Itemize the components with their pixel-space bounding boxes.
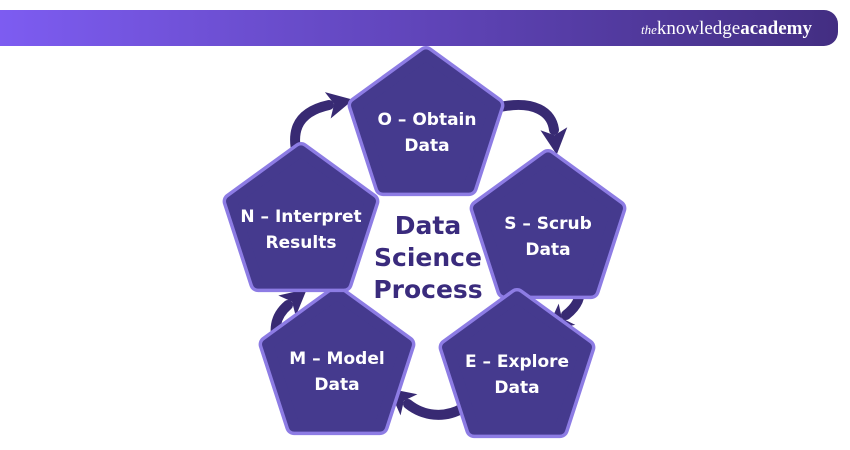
logo-academy: academy	[740, 17, 812, 39]
logo-the: the	[640, 21, 657, 37]
arrow-explore-to-model-icon	[388, 388, 468, 420]
knowledge-academy-logo: theknowledgeacademy	[641, 19, 812, 38]
pentagon-obtain	[357, 55, 496, 187]
pentagon-scrub-shape	[479, 158, 618, 290]
pentagon-interpret-shape	[232, 151, 371, 283]
pentagon-interpret	[232, 151, 371, 283]
pentagon-obtain-shape	[357, 55, 496, 187]
arrow-obtain-to-scrub-icon	[495, 100, 568, 155]
pentagon-model-shape	[268, 294, 407, 426]
logo-knowledge: knowledge	[656, 17, 741, 39]
pentagon-scrub	[479, 158, 618, 290]
header-bar: theknowledgeacademy	[0, 10, 838, 46]
pentagon-model	[268, 294, 407, 426]
